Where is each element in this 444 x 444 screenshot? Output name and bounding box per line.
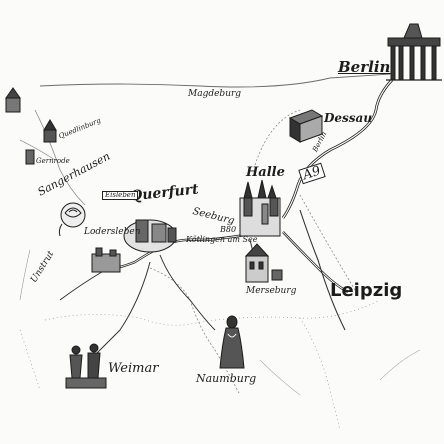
road-halle-south bbox=[299, 209, 346, 331]
querfurt-castle-icon bbox=[123, 219, 177, 253]
label-berlin: Berlin bbox=[338, 58, 391, 76]
road-a9 bbox=[281, 79, 394, 219]
label-naumburg: Naumburg bbox=[196, 372, 257, 385]
label-dessau: Dessau bbox=[324, 111, 373, 125]
label-gernrode: Gernrode bbox=[36, 157, 70, 165]
road-to-naumburg bbox=[159, 254, 216, 331]
label-weimar: Weimar bbox=[108, 361, 159, 376]
rose-icon bbox=[58, 202, 86, 237]
label-merseburg: Merseburg bbox=[246, 286, 297, 296]
label-leipzig: Leipzig bbox=[330, 280, 403, 301]
merseburg-castle-icon bbox=[244, 243, 283, 283]
naumburg-statue-icon bbox=[219, 315, 245, 369]
label-kotlingen: Kötlingen am See bbox=[186, 235, 258, 244]
quedlinburg-castle-icon bbox=[5, 87, 57, 165]
river-elbe bbox=[254, 109, 301, 166]
label-lodersleben: Lodersleben bbox=[84, 227, 141, 237]
brandenburg-gate-icon bbox=[386, 23, 442, 81]
road-to-weimar bbox=[94, 261, 151, 356]
river-mulde bbox=[299, 194, 356, 291]
dessau-building-icon bbox=[288, 109, 324, 143]
halle-church-icon bbox=[239, 179, 281, 237]
label-magdeburg: Magdeburg bbox=[188, 89, 242, 99]
state-border bbox=[44, 299, 381, 326]
road-west bbox=[59, 269, 106, 301]
road-label-b80: B80 bbox=[220, 225, 237, 234]
goethe-schiller-monument-icon bbox=[65, 343, 107, 389]
label-eisleben: Eisleben bbox=[102, 191, 139, 200]
castle-west-icon bbox=[91, 247, 121, 273]
label-halle: Halle bbox=[246, 165, 285, 180]
road-harz bbox=[34, 109, 86, 206]
north-boundary-line bbox=[39, 73, 391, 88]
